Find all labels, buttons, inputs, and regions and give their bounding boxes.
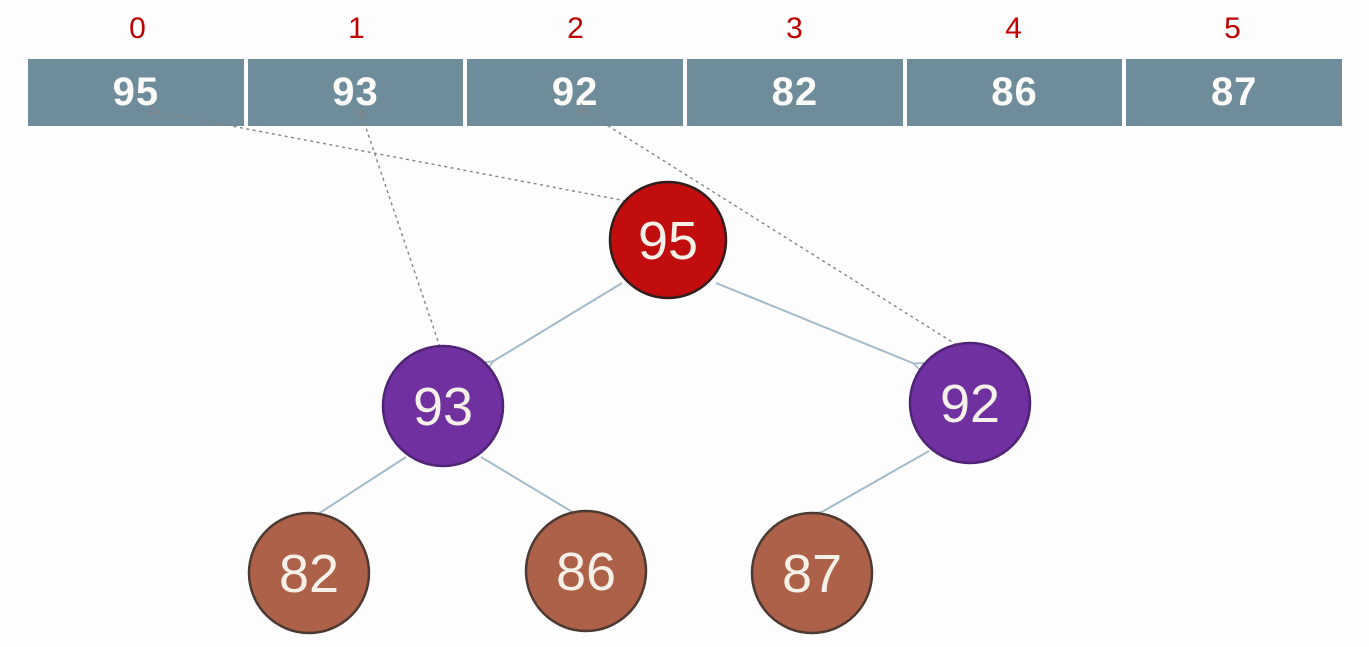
tree-edges-group bbox=[318, 282, 930, 514]
tree-node-label-87: 87 bbox=[782, 544, 842, 604]
array-cell-1: 93 bbox=[247, 59, 464, 126]
tree-node-circle-82 bbox=[247, 511, 371, 635]
tree-node-label-86: 86 bbox=[556, 542, 616, 602]
array-cell-4: 86 bbox=[906, 59, 1123, 126]
array-index-row: 0 1 2 3 4 5 bbox=[28, 8, 1342, 50]
tree-node-label-92: 92 bbox=[940, 374, 1000, 434]
tree-node-95: 95 bbox=[608, 180, 728, 300]
mapping-arrows-group bbox=[148, 103, 958, 348]
tree-node-label-95: 95 bbox=[638, 211, 698, 271]
tree-node-93: 93 bbox=[381, 344, 505, 468]
tree-node-92: 92 bbox=[908, 341, 1032, 465]
tree-node-circle-95 bbox=[608, 180, 728, 300]
tree-node-82: 82 bbox=[247, 511, 371, 635]
tree-node-circle-92 bbox=[908, 341, 1032, 465]
tree-edge-92-87 bbox=[820, 450, 930, 513]
array-cell-3: 82 bbox=[687, 59, 903, 126]
array-index-label-2: 2 bbox=[567, 12, 584, 45]
tree-edge-93-82 bbox=[318, 456, 407, 514]
array-cell-5: 87 bbox=[1126, 59, 1343, 126]
tree-node-circle-87 bbox=[750, 511, 874, 635]
tree-node-label-82: 82 bbox=[279, 544, 339, 604]
array-index-label-4: 4 bbox=[1005, 12, 1022, 45]
tree-edge-95-92 bbox=[715, 282, 915, 364]
mapping-arrow-93-to-index-1 bbox=[354, 105, 441, 348]
mapping-arrow-92-to-index-2 bbox=[575, 103, 958, 346]
array-index-label-1: 1 bbox=[348, 12, 365, 45]
array-index-label-5: 5 bbox=[1224, 12, 1241, 45]
array-cell-0: 95 bbox=[28, 59, 244, 126]
tree-edge-93-86 bbox=[480, 456, 574, 513]
tree-node-87: 87 bbox=[750, 511, 874, 635]
tree-node-86: 86 bbox=[524, 509, 648, 633]
array-cell-2: 92 bbox=[467, 59, 684, 126]
tree-nodes-group: 95 93 92 82 86 87 bbox=[247, 180, 1032, 635]
array-index-label-0: 0 bbox=[129, 12, 146, 45]
array-index-label-3: 3 bbox=[786, 12, 803, 45]
tree-edge-95-93 bbox=[492, 282, 623, 362]
tree-node-circle-93 bbox=[381, 344, 505, 468]
tree-node-circle-86 bbox=[524, 509, 648, 633]
tree-node-label-93: 93 bbox=[413, 377, 473, 437]
